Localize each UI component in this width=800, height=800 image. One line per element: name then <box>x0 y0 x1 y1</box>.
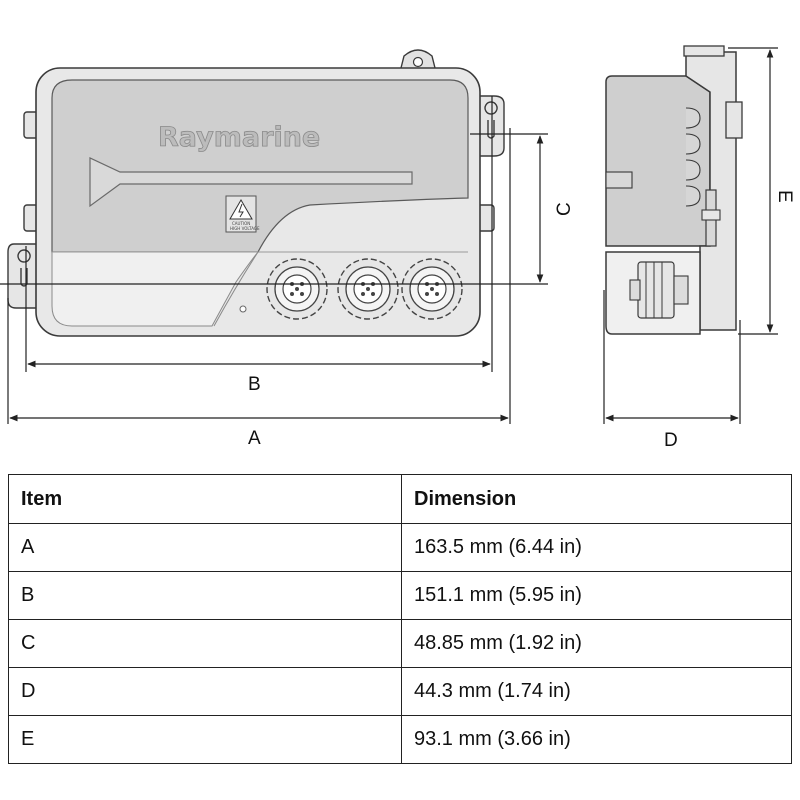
connector <box>401 258 463 320</box>
cell-dimension: 44.3 mm (1.74 in) <box>401 667 792 716</box>
cell-item: E <box>8 715 402 764</box>
caution-text-2: HIGH VOLTAGE <box>230 226 260 231</box>
cell-dimension: 151.1 mm (5.95 in) <box>401 571 792 620</box>
screw-icon <box>412 56 424 68</box>
dim-label-d: D <box>664 430 678 451</box>
dimension-lines-front <box>0 96 548 424</box>
cell-item: D <box>8 667 402 716</box>
brand-logo: Raymarine <box>158 122 320 153</box>
warning-icon <box>229 199 253 220</box>
housing-lower-panel <box>51 251 260 327</box>
caution-text-1: CAUTION <box>232 221 250 226</box>
cell-dimension: 93.1 mm (3.66 in) <box>401 715 792 764</box>
led-indicator <box>239 305 247 313</box>
cell-item: A <box>8 523 402 572</box>
connector <box>337 258 399 320</box>
side-tab-top <box>683 45 725 57</box>
header-dimension: Dimension <box>401 474 792 524</box>
table-row: A 163.5 mm (6.44 in) <box>8 523 792 572</box>
housing-lid <box>51 79 469 253</box>
table-row: C 48.85 mm (1.92 in) <box>8 619 792 668</box>
panel-diagonal <box>213 251 259 327</box>
dim-label-b: B <box>248 374 261 395</box>
connector-side <box>629 261 689 319</box>
indicator-strip <box>89 157 413 208</box>
dim-label-c: C <box>554 202 575 216</box>
connector <box>266 258 328 320</box>
dim-label-e: E <box>774 190 795 203</box>
table-row: D 44.3 mm (1.74 in) <box>8 667 792 716</box>
cell-dimension: 48.85 mm (1.92 in) <box>401 619 792 668</box>
cell-item: C <box>8 619 402 668</box>
front-view: Raymarine CAUTION HIGH VOLTAGE <box>7 49 505 337</box>
dimension-lines-side <box>603 47 778 424</box>
keyhole-icon <box>484 101 498 139</box>
dimension-table: Item Dimension A 163.5 mm (6.44 in) B 15… <box>8 474 792 764</box>
side-tab <box>725 101 743 139</box>
cell-dimension: 163.5 mm (6.44 in) <box>401 523 792 572</box>
table-row: B 151.1 mm (5.95 in) <box>8 571 792 620</box>
side-view <box>605 45 743 335</box>
cell-item: B <box>8 571 402 620</box>
dimension-diagram: Raymarine CAUTION HIGH VOLTAGE <box>0 45 795 451</box>
table-header-row: Item Dimension <box>8 474 792 524</box>
dim-label-a: A <box>248 428 261 449</box>
header-item: Item <box>8 474 402 524</box>
caution-label: CAUTION HIGH VOLTAGE <box>225 195 260 233</box>
table-row: E 93.1 mm (3.66 in) <box>8 715 792 764</box>
